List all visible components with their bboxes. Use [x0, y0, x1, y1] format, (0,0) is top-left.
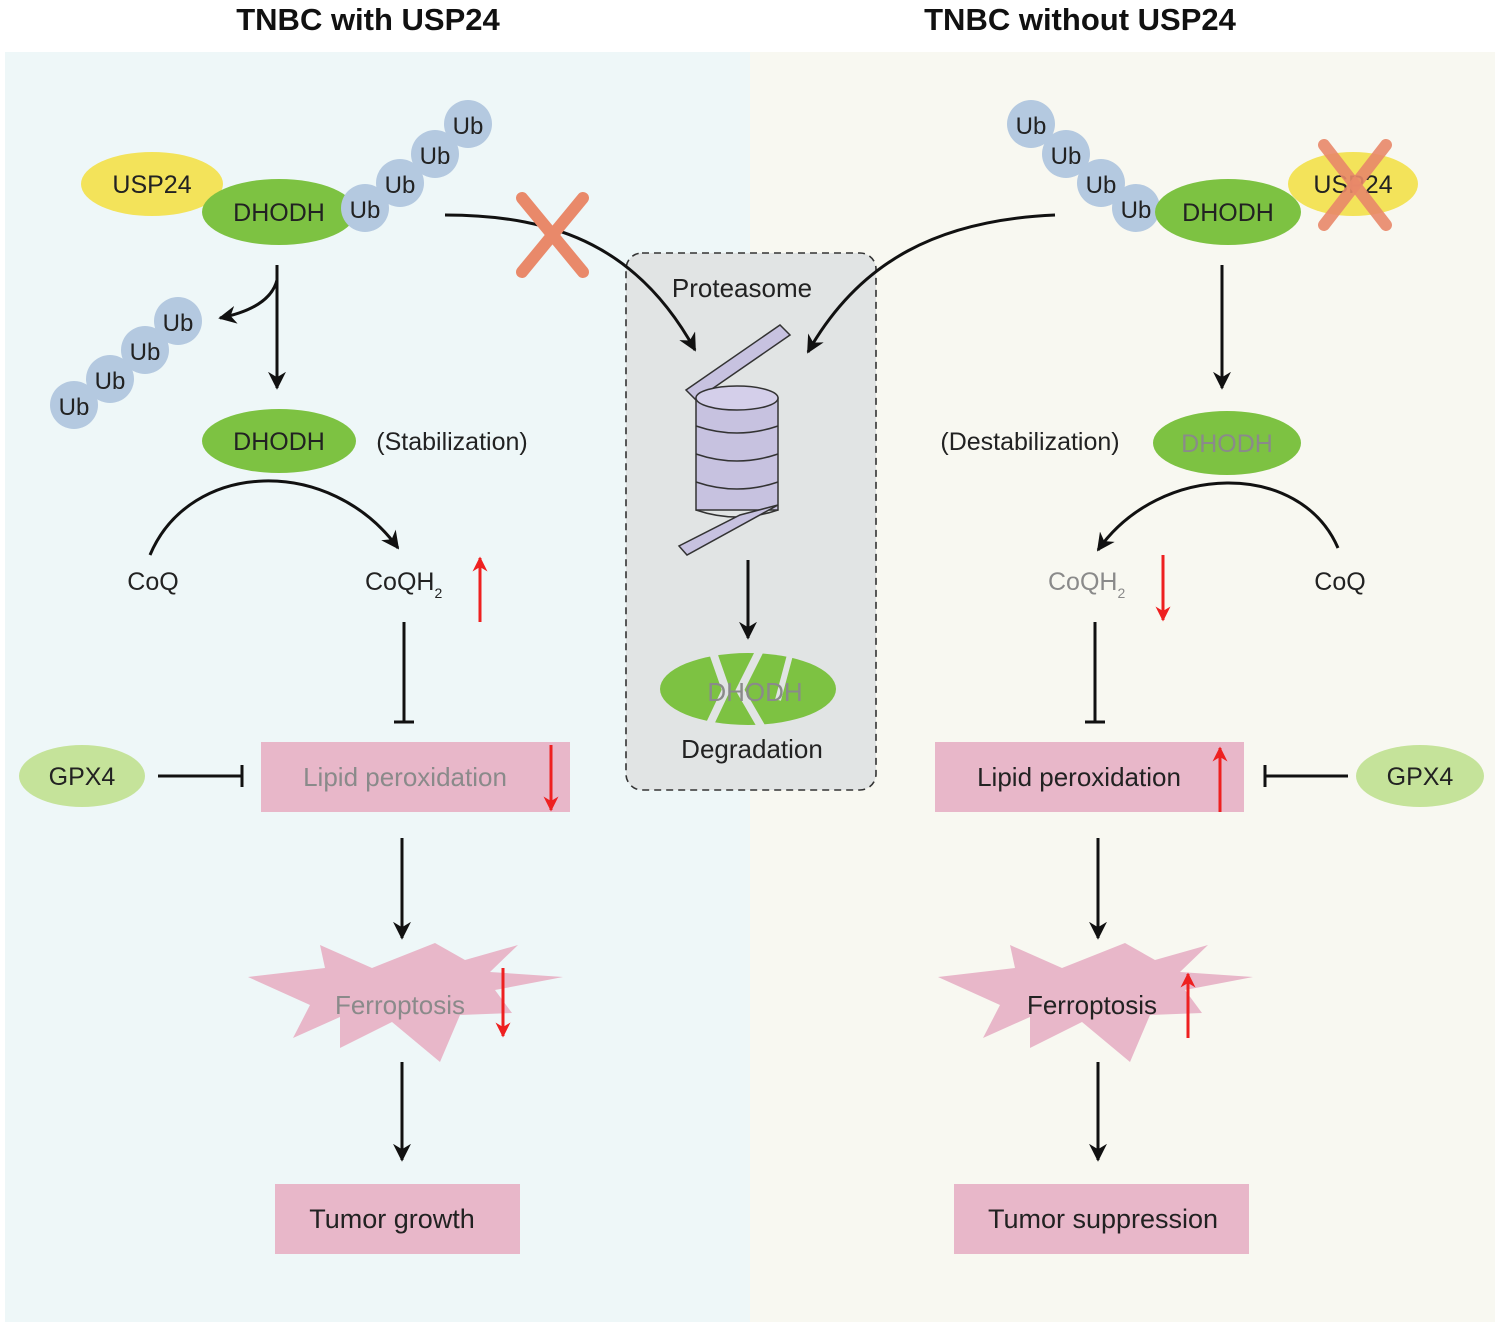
left-ub-release-arrow — [218, 279, 279, 324]
right-coqh-label: CoQH2 — [1048, 568, 1125, 601]
right-panel-title: TNBC without USP24 — [924, 2, 1236, 37]
right-coq-conversion-arrow — [1096, 481, 1340, 552]
right-dhodh-top-oval — [1155, 179, 1301, 245]
proteasome-icon — [677, 324, 792, 556]
left-usp24-oval — [81, 152, 223, 216]
left-to-proteasome-arrow — [444, 213, 697, 352]
svg-text:Ub: Ub — [350, 197, 381, 224]
left-coq-label: CoQ — [127, 568, 178, 596]
degradation-label: Degradation — [681, 734, 823, 764]
right-gpx4-label: GPX4 — [1387, 763, 1454, 791]
right-lipid-label: Lipid peroxidation — [977, 762, 1181, 792]
left-lipid-label: Lipid peroxidation — [303, 762, 507, 792]
svg-text:Ub: Ub — [1016, 113, 1047, 140]
left-panel-background — [5, 52, 750, 1322]
left-dhodh-top-label: DHODH — [233, 199, 325, 227]
right-usp24-knockout-cross — [1318, 139, 1392, 231]
svg-text:Ub: Ub — [95, 368, 126, 395]
svg-text:Ub: Ub — [1051, 143, 1082, 170]
left-block-cross — [516, 192, 589, 278]
right-ferroptosis-label: Ferroptosis — [1027, 990, 1157, 1020]
svg-text:Ub: Ub — [1121, 197, 1152, 224]
left-panel-title: TNBC with USP24 — [236, 2, 500, 37]
left-dhodh-top-oval — [202, 179, 356, 245]
svg-text:Ub: Ub — [163, 310, 194, 337]
left-dhodh-mid-oval — [202, 409, 356, 473]
degraded-dhodh-label: DHODH — [707, 677, 802, 707]
left-gpx4-oval — [19, 745, 145, 807]
left-coqh-label: CoQH2 — [365, 568, 442, 601]
right-ub-chain-attached: Ub Ub Ub Ub — [1007, 100, 1160, 232]
left-ferroptosis-shape — [248, 943, 563, 1062]
proteasome-box — [625, 252, 877, 791]
right-lipid-box — [935, 742, 1244, 812]
right-coq-label: CoQ — [1314, 568, 1365, 596]
svg-text:Ub: Ub — [420, 143, 451, 170]
svg-text:Ub: Ub — [130, 339, 161, 366]
left-ub-chain-released: Ub Ub Ub Ub — [50, 297, 202, 429]
left-stabilization-label: (Stabilization) — [376, 428, 527, 456]
right-ferroptosis-shape — [938, 943, 1253, 1062]
left-ub-chain-attached: Ub Ub Ub Ub — [341, 100, 492, 232]
left-coq-conversion-arrow — [148, 479, 400, 556]
left-gpx4-label: GPX4 — [49, 763, 116, 791]
left-outcome-box — [275, 1184, 520, 1254]
left-usp24-label: USP24 — [112, 171, 191, 199]
right-gpx4-oval — [1356, 745, 1484, 807]
proteasome-label: Proteasome — [672, 273, 812, 303]
right-outcome-box — [954, 1184, 1249, 1254]
left-ferroptosis-label: Ferroptosis — [335, 990, 465, 1020]
svg-text:Ub: Ub — [1086, 172, 1117, 199]
svg-text:Ub: Ub — [59, 394, 90, 421]
left-outcome-label: Tumor growth — [309, 1204, 475, 1234]
svg-text:Ub: Ub — [453, 113, 484, 140]
right-dhodh-mid-oval — [1153, 411, 1301, 475]
degraded-dhodh-icon — [660, 648, 836, 731]
right-outcome-label: Tumor suppression — [988, 1204, 1218, 1234]
right-dhodh-mid-label: DHODH — [1181, 430, 1273, 458]
right-destabilization-label: (Destabilization) — [940, 428, 1119, 456]
svg-text:Ub: Ub — [385, 172, 416, 199]
left-dhodh-mid-label: DHODH — [233, 428, 325, 456]
left-lipid-box — [261, 742, 570, 812]
right-dhodh-top-label: DHODH — [1182, 199, 1274, 227]
right-to-proteasome-arrow — [806, 213, 1056, 354]
